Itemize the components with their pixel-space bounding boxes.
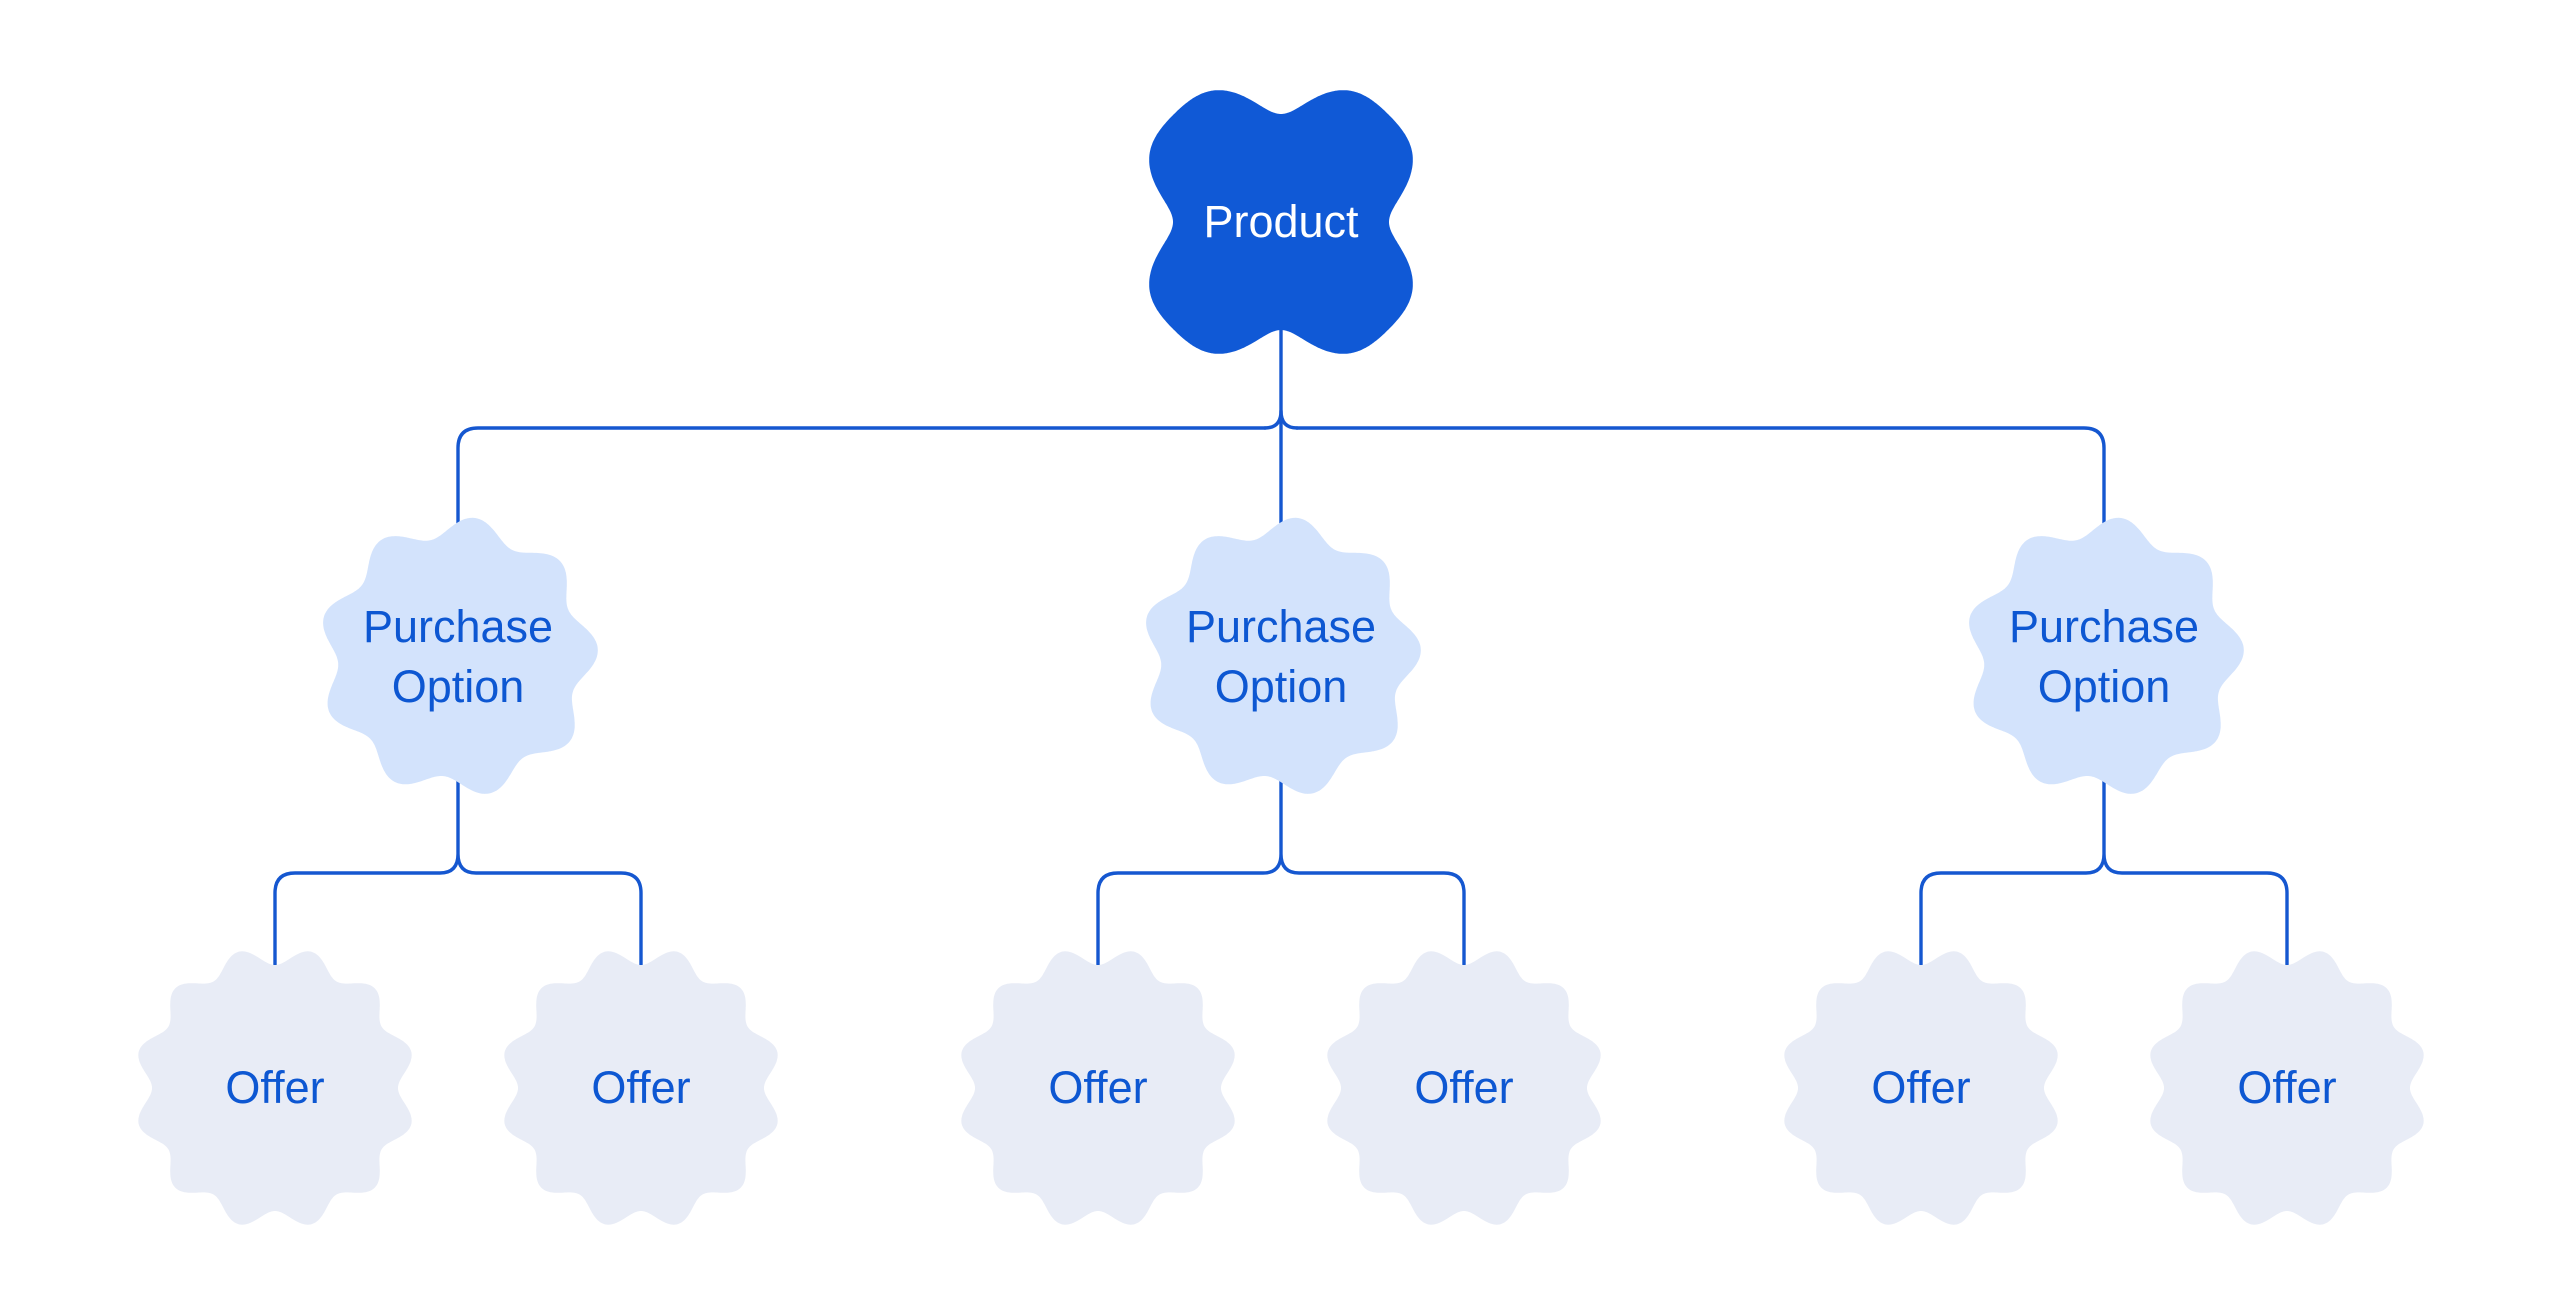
offer-blob-shape xyxy=(2150,951,2424,1225)
purchase-option-label: Purchase Option xyxy=(1185,601,1377,712)
product-label: Product xyxy=(1203,196,1359,247)
product-blob-shape xyxy=(1149,90,1413,354)
offer-node-3: Offer xyxy=(938,928,1258,1248)
level2-connector-2 xyxy=(1096,778,1466,977)
level2-connector-1 xyxy=(273,778,643,977)
offer-node-6: Offer xyxy=(2127,928,2447,1248)
offer-label: Offer xyxy=(225,1062,325,1113)
purchase-option-node-3: Purchase Option xyxy=(1944,497,2264,817)
offer-label: Offer xyxy=(1414,1062,1514,1113)
level2-connector-3 xyxy=(1919,778,2289,977)
offer-blob-icon xyxy=(1784,951,2058,1225)
offer-blob-shape xyxy=(138,951,412,1225)
offer-blob-shape xyxy=(961,951,1235,1225)
offer-node-5: Offer xyxy=(1761,928,2081,1248)
level1-left-branch-connector xyxy=(456,426,1267,562)
purchase-option-label: Purchase Option xyxy=(362,601,554,712)
level1-junction-flare xyxy=(1263,409,1299,430)
purchase-option-label: Purchase Option xyxy=(2008,601,2200,712)
offer-blob-icon xyxy=(1327,951,1601,1225)
purchase-option-blob-shape xyxy=(323,517,598,794)
offer-label: Offer xyxy=(1871,1062,1971,1113)
offer-blob-shape xyxy=(1327,951,1601,1225)
offer-label: Offer xyxy=(2237,1062,2337,1113)
purchase-option-blob-shape xyxy=(1969,517,2244,794)
offer-node-2: Offer xyxy=(481,928,801,1248)
purchase-option-blob-icon xyxy=(323,517,598,794)
purchase-option-blob-shape xyxy=(1146,517,1421,794)
purchase-option-node-2: Purchase Option xyxy=(1121,497,1441,817)
offer-blob-shape xyxy=(1784,951,2058,1225)
offer-blob-icon xyxy=(961,951,1235,1225)
offer-label: Offer xyxy=(1048,1062,1148,1113)
offer-label: Offer xyxy=(591,1062,691,1113)
product-node: Product xyxy=(1121,62,1441,382)
purchase-option-blob-icon xyxy=(1146,517,1421,794)
product-blob-icon xyxy=(1149,90,1413,354)
offer-node-4: Offer xyxy=(1304,928,1624,1248)
level1-right-branch-connector xyxy=(1295,426,2106,562)
purchase-option-node-1: Purchase Option xyxy=(298,497,618,817)
offer-blob-shape xyxy=(504,951,778,1225)
offer-blob-icon xyxy=(2150,951,2424,1225)
offer-node-1: Offer xyxy=(115,928,435,1248)
purchase-option-blob-icon xyxy=(1969,517,2244,794)
offer-blob-icon xyxy=(504,951,778,1225)
offer-blob-icon xyxy=(138,951,412,1225)
